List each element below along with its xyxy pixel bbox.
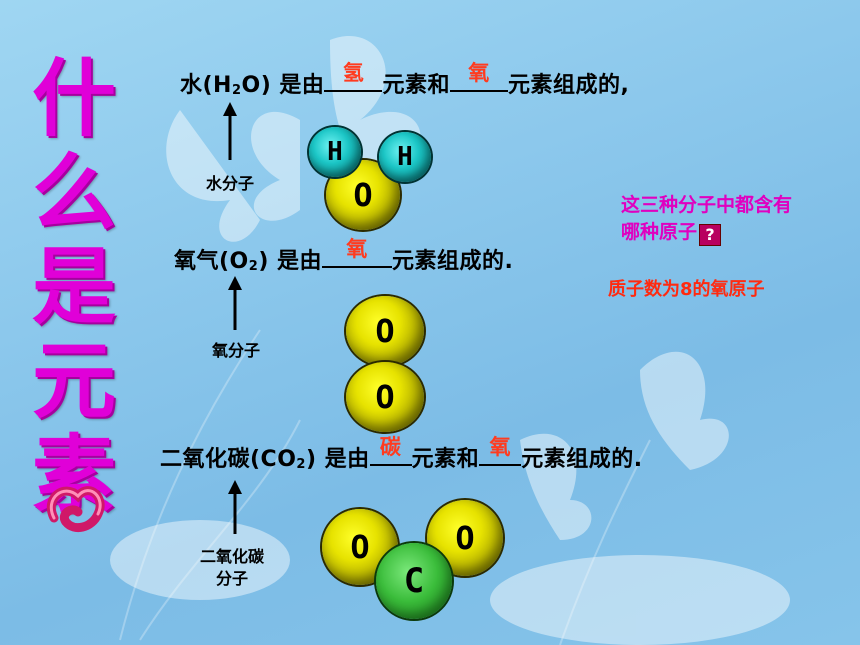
- question-text: 这三种分子中都含有 哪种原子?: [621, 194, 793, 246]
- fill-blank-carbon: 碳: [369, 435, 412, 466]
- up-arrow-icon: [228, 276, 242, 330]
- ribbon-swirl-icon: [46, 486, 105, 533]
- co2-molecule-label: 二氧化碳 分子: [199, 547, 264, 588]
- title-char: 么: [31, 143, 116, 242]
- carbon-atom: C: [376, 543, 452, 619]
- title-char: 什: [31, 49, 116, 148]
- oxygen-atom: O: [346, 296, 424, 366]
- up-arrow-icon: [223, 102, 237, 160]
- title-char: 是: [31, 237, 116, 336]
- fill-blank-oxygen: 氧: [322, 237, 393, 268]
- co2-sentence: 二氧化碳(CO2) 是由碳元素和氧元素组成的.: [160, 435, 643, 472]
- fill-blank-oxygen: 氧: [449, 61, 508, 92]
- up-arrow-icon: [228, 480, 242, 534]
- water-sentence: 水(H2O) 是由氢元素和氧元素组成的,: [180, 61, 630, 98]
- fill-blank-hydrogen: 氢: [324, 61, 383, 92]
- oxygen-molecule-label: 氧分子: [211, 341, 260, 360]
- fill-blank-oxygen: 氧: [479, 435, 522, 466]
- hydrogen-atom: H: [379, 132, 431, 182]
- oxygen-atom: O: [346, 362, 424, 432]
- oxygen-sentence: 氧气(O2) 是由氧元素组成的.: [174, 237, 514, 274]
- answer-text: 质子数为8的氧原子: [608, 279, 765, 300]
- hydrogen-atom: H: [309, 127, 361, 177]
- vertical-title: 什 么 是 元 素: [26, 52, 122, 522]
- question-mark-icon[interactable]: ?: [699, 224, 722, 246]
- title-char: 元: [31, 331, 116, 430]
- water-molecule-label: 水分子: [205, 174, 254, 193]
